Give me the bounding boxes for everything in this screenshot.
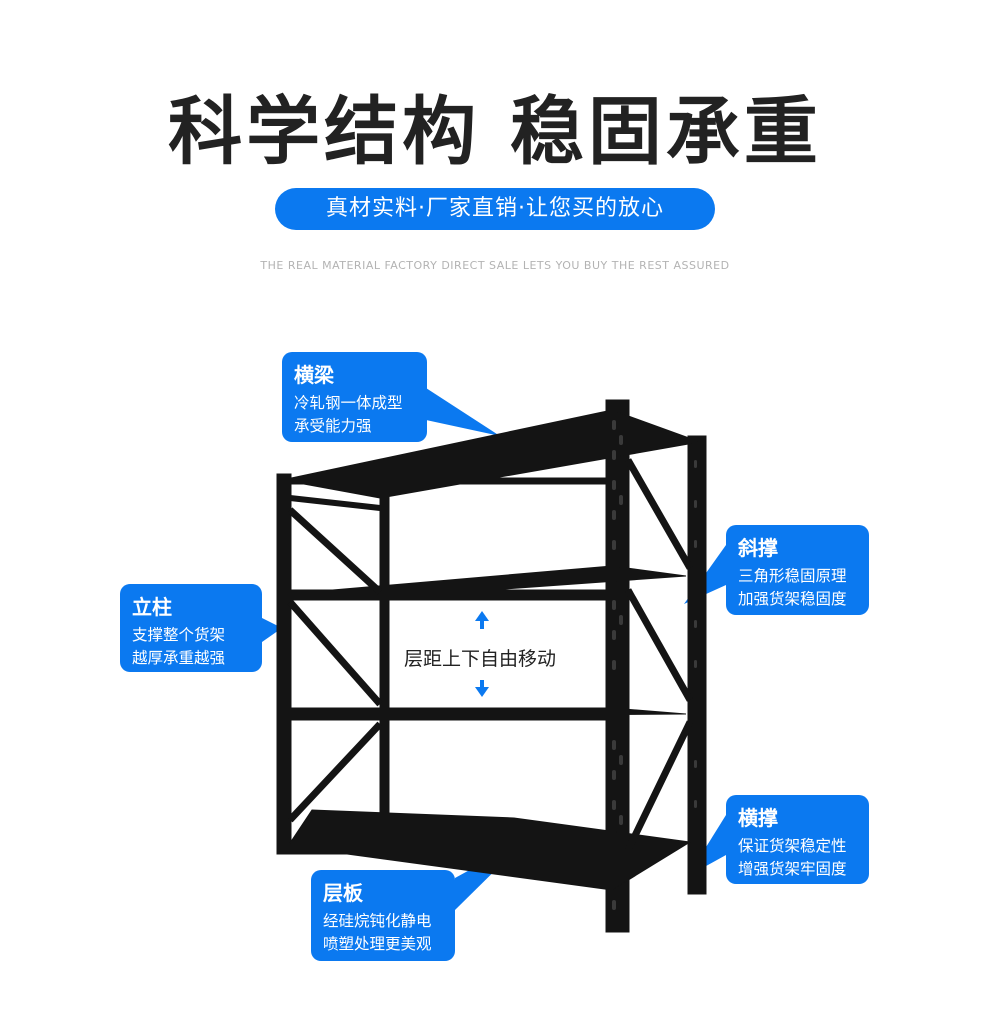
arrow-up-icon [475,611,489,629]
callout-upright: 立柱 支撑整个货架 越厚承重越强 [120,584,262,672]
callout-upright-title: 立柱 [132,595,172,619]
callout-cross: 横撑 保证货架稳定性 增强货架牢固度 [726,795,869,884]
callout-upright-line2: 越厚承重越强 [132,649,226,667]
beam-pointer [426,388,500,436]
english-subtitle: THE REAL MATERIAL FACTORY DIRECT SALE LE… [260,259,730,272]
callout-panel: 层板 经硅烷钝化静电 喷塑处理更美观 [311,870,455,961]
slogan-pill: 真材实料·厂家直销·让您买的放心 [275,188,715,230]
callout-diagonal-line1: 三角形稳固原理 [738,567,847,585]
page-title: 科学结构 稳固承重 [168,89,822,175]
callout-panel-line2: 喷塑处理更美观 [323,935,432,953]
callout-cross-line1: 保证货架稳定性 [738,837,847,855]
upright-pointer [262,618,282,642]
callout-upright-line1: 支撑整个货架 [132,626,226,644]
callout-diagonal-title: 斜撑 [738,536,778,560]
callout-diagonal: 斜撑 三角形稳固原理 加强货架稳固度 [726,525,869,615]
callout-panel-line1: 经硅烷钝化静电 [323,912,432,930]
callout-cross-title: 横撑 [738,806,778,830]
arrow-down-icon [475,680,489,697]
callout-panel-title: 层板 [323,881,363,905]
callout-beam-line1: 冷轧钢一体成型 [294,394,403,412]
callout-beam: 横梁 冷轧钢一体成型 承受能力强 [282,352,427,442]
callout-diagonal-line2: 加强货架稳固度 [738,590,847,608]
callout-cross-line2: 增强货架牢固度 [738,860,847,878]
callout-beam-title: 横梁 [294,363,334,387]
callout-beam-line2: 承受能力强 [294,417,372,435]
shelf-spacing-label: 层距上下自由移动 [402,644,559,671]
shelf-frame [276,399,707,933]
